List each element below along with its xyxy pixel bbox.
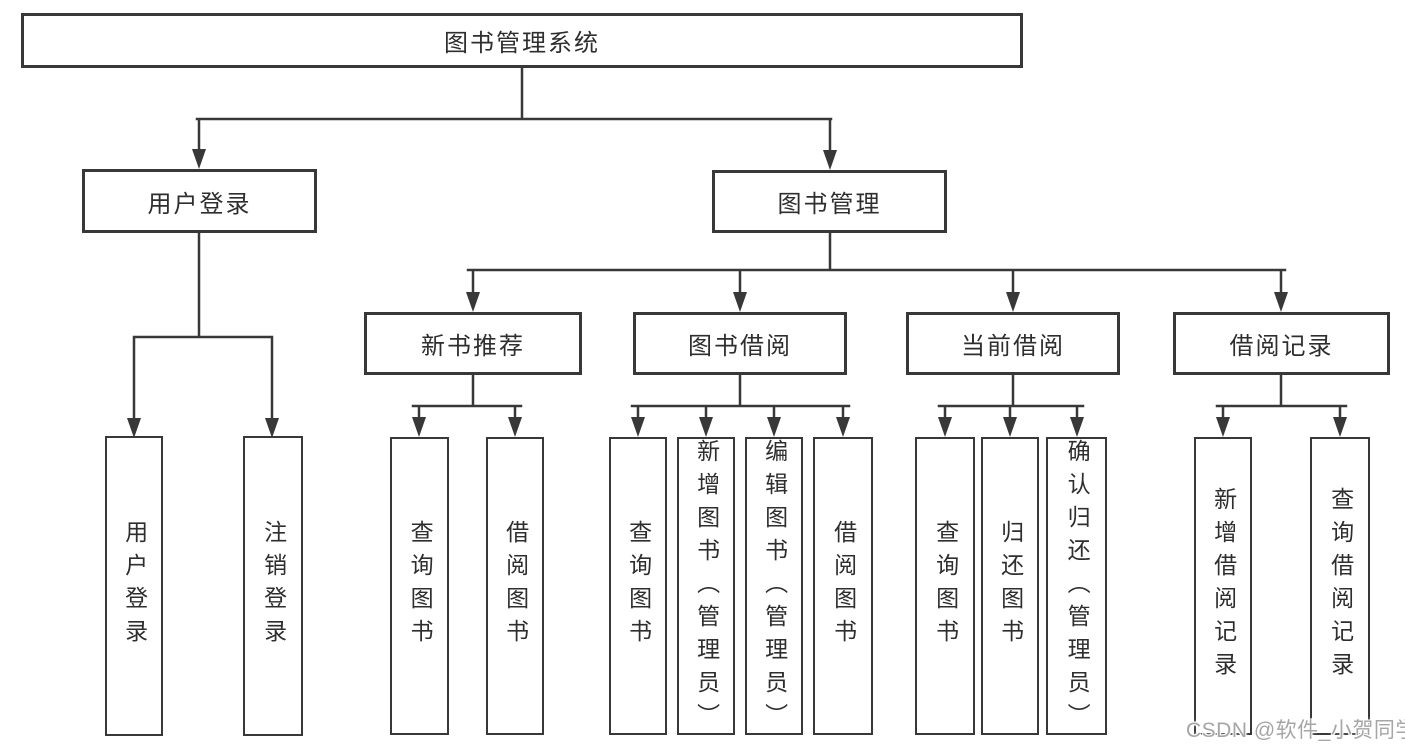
- leaf-borrow-query-books: 查询图书: [609, 437, 667, 735]
- node-book-borrow: 图书借阅: [633, 312, 847, 375]
- leaf-edit-books-admin: 编辑图书（管理员）: [745, 437, 803, 735]
- leaf-confirm-return-admin: 确认归还（管理员）: [1046, 437, 1107, 735]
- leaf-current-query-books-label: 查询图书: [932, 520, 959, 652]
- node-root-system: 图书管理系统: [21, 13, 1023, 68]
- leaf-add-books-admin-label: 新增图书（管理员）: [693, 439, 720, 735]
- leaf-borrow-books: 借阅图书: [813, 437, 873, 735]
- leaf-user-login-label: 用户登录: [121, 520, 148, 652]
- node-current-borrow-label: 当前借阅: [961, 333, 1065, 360]
- leaf-query-borrow-record: 查询借阅记录: [1310, 437, 1370, 735]
- leaf-recommend-query-books-label: 查询图书: [407, 520, 434, 652]
- node-user-login-label: 用户登录: [147, 190, 252, 218]
- leaf-recommend-borrow-books: 借阅图书: [486, 437, 544, 735]
- leaf-add-books-admin: 新增图书（管理员）: [677, 437, 735, 735]
- leaf-current-query-books: 查询图书: [915, 437, 975, 735]
- node-user-login: 用户登录: [82, 169, 317, 233]
- node-book-management: 图书管理: [712, 170, 947, 233]
- leaf-recommend-query-books: 查询图书: [390, 437, 449, 735]
- csdn-watermark: CSDN @软件_小贺同学: [1186, 719, 1405, 742]
- leaf-return-books-label: 归还图书: [997, 520, 1024, 652]
- leaf-confirm-return-admin-label: 确认归还（管理员）: [1064, 439, 1091, 735]
- node-new-book-recommend: 新书推荐: [364, 312, 582, 375]
- leaf-recommend-borrow-books-label: 借阅图书: [502, 520, 529, 652]
- node-root-label: 图书管理系统: [444, 30, 600, 57]
- leaf-logout: 注销登录: [243, 436, 303, 736]
- node-book-borrow-label: 图书借阅: [688, 333, 792, 360]
- leaf-user-login: 用户登录: [105, 436, 163, 736]
- leaf-add-borrow-record-label: 新增借阅记录: [1210, 487, 1237, 685]
- connector-arrowheads: [127, 149, 1347, 438]
- leaf-return-books: 归还图书: [981, 437, 1039, 735]
- leaf-query-borrow-record-label: 查询借阅记录: [1327, 487, 1354, 685]
- leaf-borrow-query-books-label: 查询图书: [625, 520, 652, 652]
- node-borrow-records-label: 借阅记录: [1229, 333, 1334, 360]
- node-new-book-recommend-label: 新书推荐: [421, 333, 525, 360]
- leaf-edit-books-admin-label: 编辑图书（管理员）: [761, 439, 788, 735]
- leaf-logout-label: 注销登录: [260, 520, 287, 652]
- leaf-add-borrow-record: 新增借阅记录: [1194, 437, 1252, 735]
- node-current-borrow: 当前借阅: [906, 312, 1120, 375]
- node-borrow-records: 借阅记录: [1173, 312, 1390, 375]
- leaf-borrow-books-label: 借阅图书: [830, 520, 857, 652]
- connector-shafts: [132, 66, 1348, 423]
- node-book-management-label: 图书管理: [777, 191, 882, 218]
